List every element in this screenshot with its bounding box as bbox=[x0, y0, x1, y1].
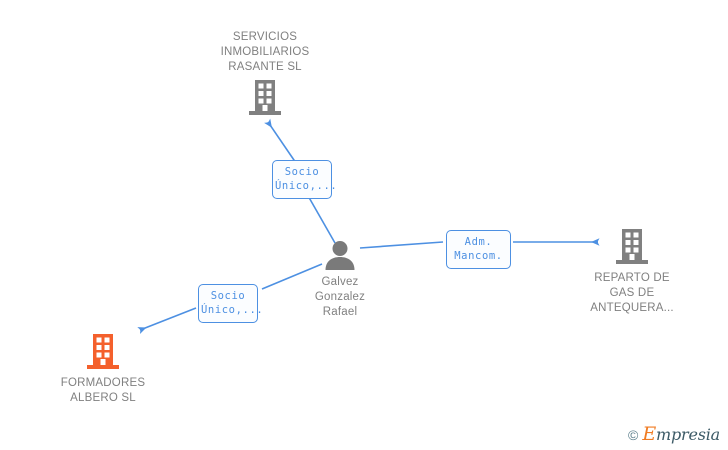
brand-rest: mpresia bbox=[656, 425, 720, 444]
node-servicios-inmobiliarios-rasante[interactable]: SERVICIOS INMOBILIARIOS RASANTE SL bbox=[199, 30, 331, 117]
node-label-galvez-gonzalez-rafael: Galvez Gonzalez Rafael bbox=[314, 276, 366, 318]
node-label-formadores-albero: FORMADORES ALBERO SL bbox=[60, 377, 146, 404]
building-icon bbox=[616, 229, 648, 264]
copyright-icon: © bbox=[628, 426, 639, 443]
building-icon bbox=[249, 80, 281, 115]
node-reparto-de-gas-de-antequera[interactable]: REPARTO DE GAS DE ANTEQUERA... bbox=[573, 228, 691, 316]
edge-label-socio-unico-rasante[interactable]: Socio Único,... bbox=[272, 160, 337, 199]
node-label-servicios-inmobiliarios-rasante: SERVICIOS INMOBILIARIOS RASANTE SL bbox=[220, 31, 310, 73]
edge-segment-albero-left bbox=[137, 307, 197, 334]
node-galvez-gonzalez-rafael[interactable]: Galvez Gonzalez Rafael bbox=[300, 240, 380, 320]
node-formadores-albero[interactable]: FORMADORES ALBERO SL bbox=[43, 333, 163, 406]
edge-label-socio-unico-albero[interactable]: Socio Único,... bbox=[198, 284, 263, 323]
edge-segment-rasante-upper bbox=[264, 118, 297, 164]
brand-initial: E bbox=[642, 423, 656, 445]
building-icon bbox=[87, 334, 119, 369]
person-icon bbox=[325, 241, 355, 270]
node-label-reparto-de-gas-de-antequera: REPARTO DE GAS DE ANTEQUERA... bbox=[590, 272, 674, 314]
brand-wordmark: Empresia bbox=[642, 423, 720, 445]
edge-segment-rasante-lower bbox=[306, 193, 336, 244]
empresia-watermark: © Empresia bbox=[628, 423, 720, 445]
edge-label-adm-mancom[interactable]: Adm. Mancom. bbox=[446, 230, 511, 269]
